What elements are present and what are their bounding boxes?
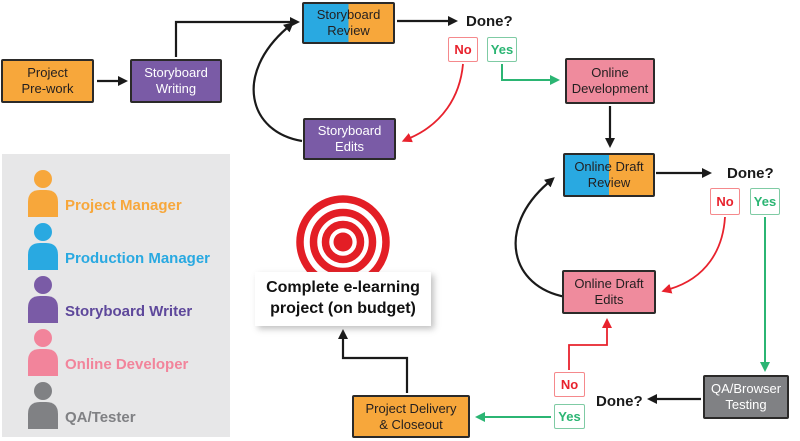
arrow-delivery-to-goal (338, 329, 409, 393)
yes-option-1[interactable]: Yes (487, 37, 517, 62)
legend-item-storyboard-writer: Storyboard Writer (27, 275, 192, 323)
done-label-3: Done? (596, 393, 643, 410)
arrow-no3-to-draft-edits (568, 318, 612, 370)
legend-item-project-manager: Project Manager (27, 169, 182, 217)
arrow-edits-to-review-loop (252, 22, 303, 143)
node-qa-browser-testing[interactable]: QA/Browser Testing (703, 375, 789, 419)
legend-label: Online Developer (65, 356, 189, 373)
person-icon (28, 329, 58, 376)
legend-label: QA/Tester (65, 409, 136, 426)
no-option-1[interactable]: No (448, 37, 478, 62)
person-icon (28, 382, 58, 429)
done-label-1: Done? (466, 13, 513, 30)
legend-label: Production Manager (65, 250, 211, 267)
node-project-prework[interactable]: Project Pre-work (1, 59, 94, 103)
no-option-2[interactable]: No (710, 188, 740, 215)
legend-label: Project Manager (65, 197, 182, 214)
yes-option-3[interactable]: Yes (554, 404, 585, 429)
node-storyboard-writing[interactable]: Storyboard Writing (130, 59, 222, 103)
person-icon (28, 223, 58, 270)
node-storyboard-review[interactable]: Storyboard Review (302, 2, 395, 44)
done-label-2: Done? (727, 165, 774, 182)
arrow-no1-to-storyboard-edits (401, 63, 464, 143)
arrow-yes1-to-development (501, 64, 560, 85)
goal-callout: Complete e-learning project (on budget) (255, 272, 431, 326)
node-online-development[interactable]: Online Development (565, 58, 655, 104)
yes-option-2[interactable]: Yes (750, 188, 780, 215)
arrow-writing-to-review (174, 17, 300, 57)
legend-item-qa-tester: QA/Tester (27, 381, 136, 429)
arrow-draftedits-to-draftreview-loop (514, 177, 567, 299)
node-online-draft-edits[interactable]: Online Draft Edits (562, 270, 656, 314)
node-storyboard-edits[interactable]: Storyboard Edits (303, 118, 396, 160)
node-project-delivery-closeout[interactable]: Project Delivery & Closeout (352, 395, 470, 438)
person-icon (28, 276, 58, 323)
legend-panel: Project Manager Production Manager Story… (2, 154, 230, 437)
legend-label: Storyboard Writer (65, 303, 193, 320)
no-option-3[interactable]: No (554, 372, 585, 397)
arrow-no2-to-draft-edits (661, 216, 726, 294)
node-online-draft-review[interactable]: Online Draft Review (563, 153, 655, 197)
person-icon (28, 170, 58, 217)
legend-item-online-developer: Online Developer (27, 328, 188, 376)
legend-item-production-manager: Production Manager (27, 222, 210, 270)
